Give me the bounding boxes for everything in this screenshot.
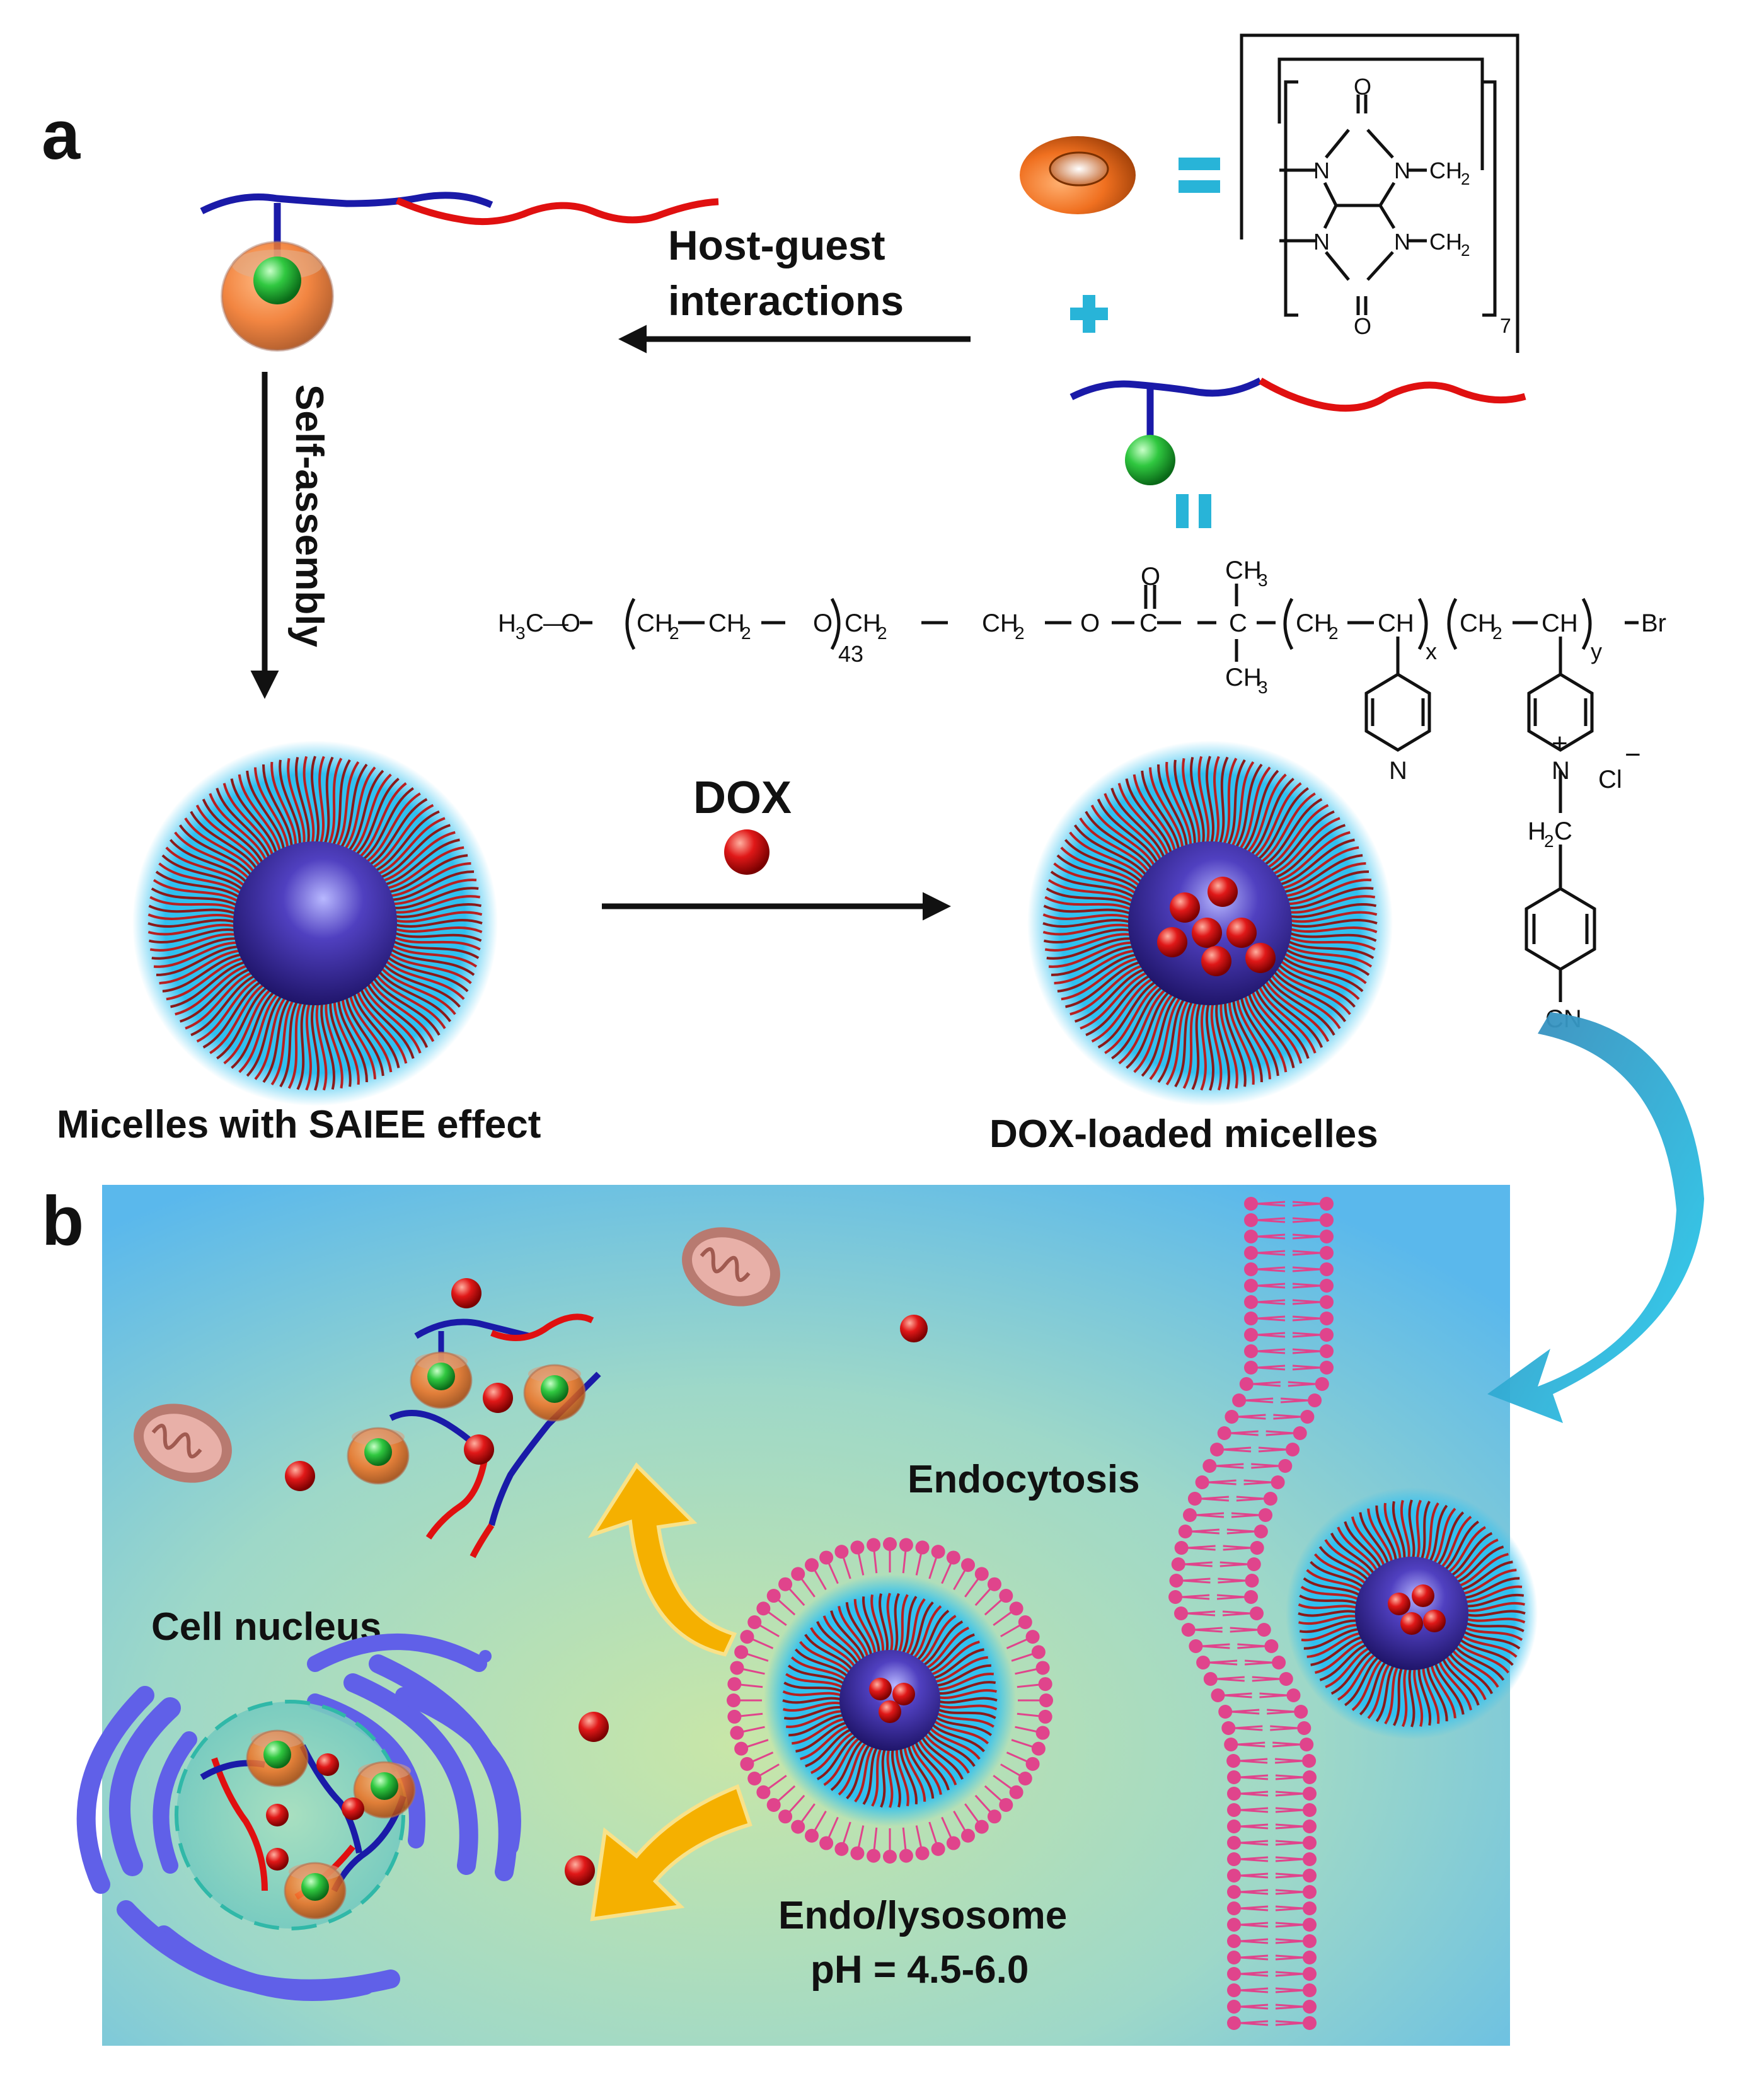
cb7-repeat: 7 bbox=[1500, 314, 1511, 337]
poly-x: x bbox=[1426, 638, 1437, 664]
dox-label: DOX bbox=[693, 773, 792, 823]
poly-o2: O bbox=[813, 609, 833, 637]
poly-minus: − bbox=[1625, 739, 1641, 770]
poly-peg-ch2a: CH bbox=[637, 609, 673, 637]
cb7-n1: N bbox=[1313, 158, 1330, 183]
micelle-dox-loaded bbox=[1027, 741, 1393, 1106]
cb7-n3: N bbox=[1313, 229, 1330, 255]
poly-y: y bbox=[1591, 638, 1602, 664]
dox-molecule bbox=[724, 829, 770, 875]
poly-c: C bbox=[526, 609, 544, 637]
poly-block2-ch: CH bbox=[1542, 609, 1578, 637]
golgi-apparatus bbox=[76, 1634, 521, 2001]
equals-sign-1 bbox=[1179, 158, 1220, 193]
panel-label-b: b bbox=[42, 1182, 84, 1260]
release-arrow-down bbox=[590, 1784, 752, 1922]
poly-ch2d: CH bbox=[982, 609, 1018, 637]
poly-sub2-b: 2 bbox=[741, 623, 751, 643]
curved-entry-arrow bbox=[1487, 1012, 1704, 1423]
poly-ch3-bottom: CH bbox=[1225, 664, 1262, 691]
cell-nucleus-label: Cell nucleus bbox=[151, 1605, 381, 1649]
poly-carbonyl-o: O bbox=[1141, 563, 1160, 591]
self-assembly-label: Self-assembly bbox=[287, 384, 331, 648]
poly-sub2-a: 2 bbox=[669, 623, 679, 643]
cb7-sub2-top: 2 bbox=[1461, 170, 1470, 188]
cell-nucleus bbox=[175, 1700, 416, 1930]
endocytosis-label: Endocytosis bbox=[908, 1458, 1140, 1501]
cb7-n4: N bbox=[1394, 229, 1410, 255]
cb7-o-top: O bbox=[1354, 74, 1371, 100]
cb7-host-icon bbox=[1020, 136, 1136, 214]
cb7-ch2-bottom: CH bbox=[1429, 229, 1462, 255]
mitochondrion-2 bbox=[134, 1404, 232, 1483]
host-guest-complex bbox=[200, 192, 719, 352]
poly-ch2c: CH bbox=[845, 609, 881, 637]
dox-loaded-label: DOX-loaded micelles bbox=[989, 1112, 1378, 1156]
cb7-o-bottom: O bbox=[1354, 313, 1371, 339]
cb7-structure-labels: O O N N N N CH 2 CH 2 7 bbox=[1313, 74, 1511, 339]
poly-ch3-top: CH bbox=[1225, 556, 1262, 584]
cell-membrane bbox=[1168, 1197, 1334, 2030]
cb7-sub2-bottom: 2 bbox=[1461, 241, 1470, 260]
cb7-structure bbox=[1240, 33, 1519, 353]
poly-pyridine-n: N bbox=[1389, 757, 1407, 785]
poly-sub2-d: 2 bbox=[1015, 623, 1025, 643]
panel-label-a: a bbox=[42, 96, 81, 174]
poly-sub3-bottom: 3 bbox=[1258, 678, 1268, 697]
poly-sub3: 3 bbox=[516, 623, 526, 643]
endo-lysosome bbox=[727, 1537, 1053, 1864]
poly-h: H bbox=[498, 609, 516, 637]
poly-peg-ch2b: CH bbox=[708, 609, 745, 637]
poly-sub2-e: 2 bbox=[1329, 623, 1339, 643]
poly-sub2-c: 2 bbox=[877, 623, 887, 643]
poly-block2-ch2: CH bbox=[1460, 609, 1496, 637]
plus-sign bbox=[1070, 295, 1108, 333]
cb7-n2: N bbox=[1394, 158, 1410, 183]
poly-carbonyl-c: C bbox=[1139, 609, 1158, 637]
guest-polymer-icon bbox=[1069, 378, 1526, 485]
poly-block1-ch: CH bbox=[1378, 609, 1414, 637]
ph-label: pH = 4.5-6.0 bbox=[810, 1948, 1029, 1992]
poly-cl: Cl bbox=[1598, 766, 1622, 793]
free-dox-molecules bbox=[285, 1278, 928, 1886]
poly-sub3-top: 3 bbox=[1258, 570, 1268, 590]
endo-lysosome-label: Endo/lysosome bbox=[778, 1894, 1067, 1937]
poly-sub2-g: 2 bbox=[1544, 831, 1554, 851]
host-guest-label-1: Host-guest bbox=[668, 222, 885, 268]
poly-n-peg: 43 bbox=[838, 641, 863, 667]
poly-plus: + bbox=[1552, 728, 1568, 759]
poly-o1: O bbox=[561, 609, 580, 637]
poly-sub2-f: 2 bbox=[1492, 623, 1502, 643]
poly-block1-ch2: CH bbox=[1296, 609, 1332, 637]
mitochondrion-1 bbox=[682, 1227, 780, 1306]
host-guest-label-2: interactions bbox=[668, 277, 904, 324]
micelles-saiee-label: Micelles with SAIEE effect bbox=[57, 1103, 541, 1146]
cb7-ch2-top: CH bbox=[1429, 158, 1462, 183]
release-arrow-up bbox=[587, 1462, 737, 1657]
poly-br: Br bbox=[1641, 609, 1666, 637]
poly-quat-c: C bbox=[1229, 609, 1247, 637]
poly-pyridinium-n: N bbox=[1552, 757, 1570, 785]
svg-text:—: — bbox=[543, 609, 568, 637]
equals-sign-2 bbox=[1176, 494, 1211, 528]
micelle-endocytosis bbox=[1286, 1487, 1538, 1739]
polymer-structure-labels: H 3 C — O CH 2 CH 2 O 43 CH 2 CH 2 O C O… bbox=[498, 556, 1666, 1033]
micelle-saiee bbox=[132, 741, 498, 1106]
polymer-structure-bonds bbox=[580, 584, 1639, 1002]
poly-h2c-h: H bbox=[1528, 817, 1546, 845]
poly-h2c-c: C bbox=[1554, 817, 1572, 845]
poly-o3: O bbox=[1080, 609, 1100, 637]
